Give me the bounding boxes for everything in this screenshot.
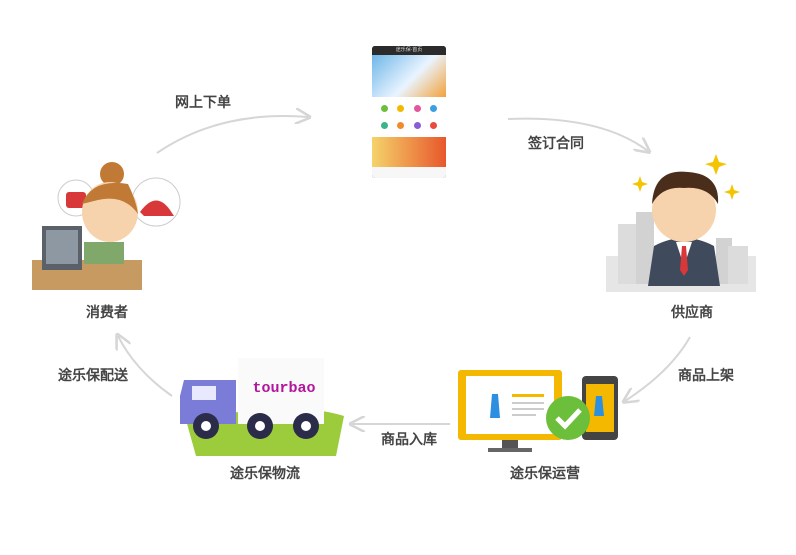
- handbag-icon: [66, 192, 86, 208]
- phone-tabbar: [372, 167, 446, 178]
- node-supplier-label: 供应商: [671, 305, 713, 321]
- phone-banner: [372, 55, 446, 97]
- consumer-illustration: [32, 162, 181, 290]
- sparkle-icon: [705, 154, 727, 175]
- arrow-order-online: [156, 116, 308, 154]
- edge-warehouse-in-label: 商品入库: [381, 432, 437, 448]
- supplier-illustration: [606, 154, 756, 292]
- edge-list-product-label: 商品上架: [678, 368, 734, 384]
- edge-order-online-label: 网上下单: [175, 95, 231, 111]
- mobile-app-screenshot: 途乐保·首页: [372, 46, 446, 178]
- operation-illustration: [458, 370, 618, 452]
- logistics-truck-illustration: tourbao: [180, 358, 344, 456]
- edge-deliver-label: 途乐保配送: [58, 368, 128, 384]
- sparkle-icon: [632, 176, 648, 192]
- arrow-sign-contract: [507, 117, 648, 151]
- node-operation-label: 途乐保运营: [510, 466, 580, 482]
- phone-promo-banner: [372, 137, 446, 167]
- truck-brand-text: tourbao: [252, 380, 315, 397]
- phone-header: 途乐保·首页: [372, 46, 446, 55]
- arrow-deliver: [118, 336, 173, 397]
- node-logistics-label: 途乐保物流: [230, 466, 300, 482]
- high-heel-icon: [140, 200, 174, 216]
- edge-sign-contract-label: 签订合同: [528, 136, 584, 152]
- node-consumer-label: 消费者: [86, 305, 128, 321]
- sparkle-icon: [724, 184, 740, 200]
- phone-icon-grid: [372, 97, 446, 137]
- check-icon: [546, 396, 590, 440]
- arrow-list-product: [625, 336, 691, 401]
